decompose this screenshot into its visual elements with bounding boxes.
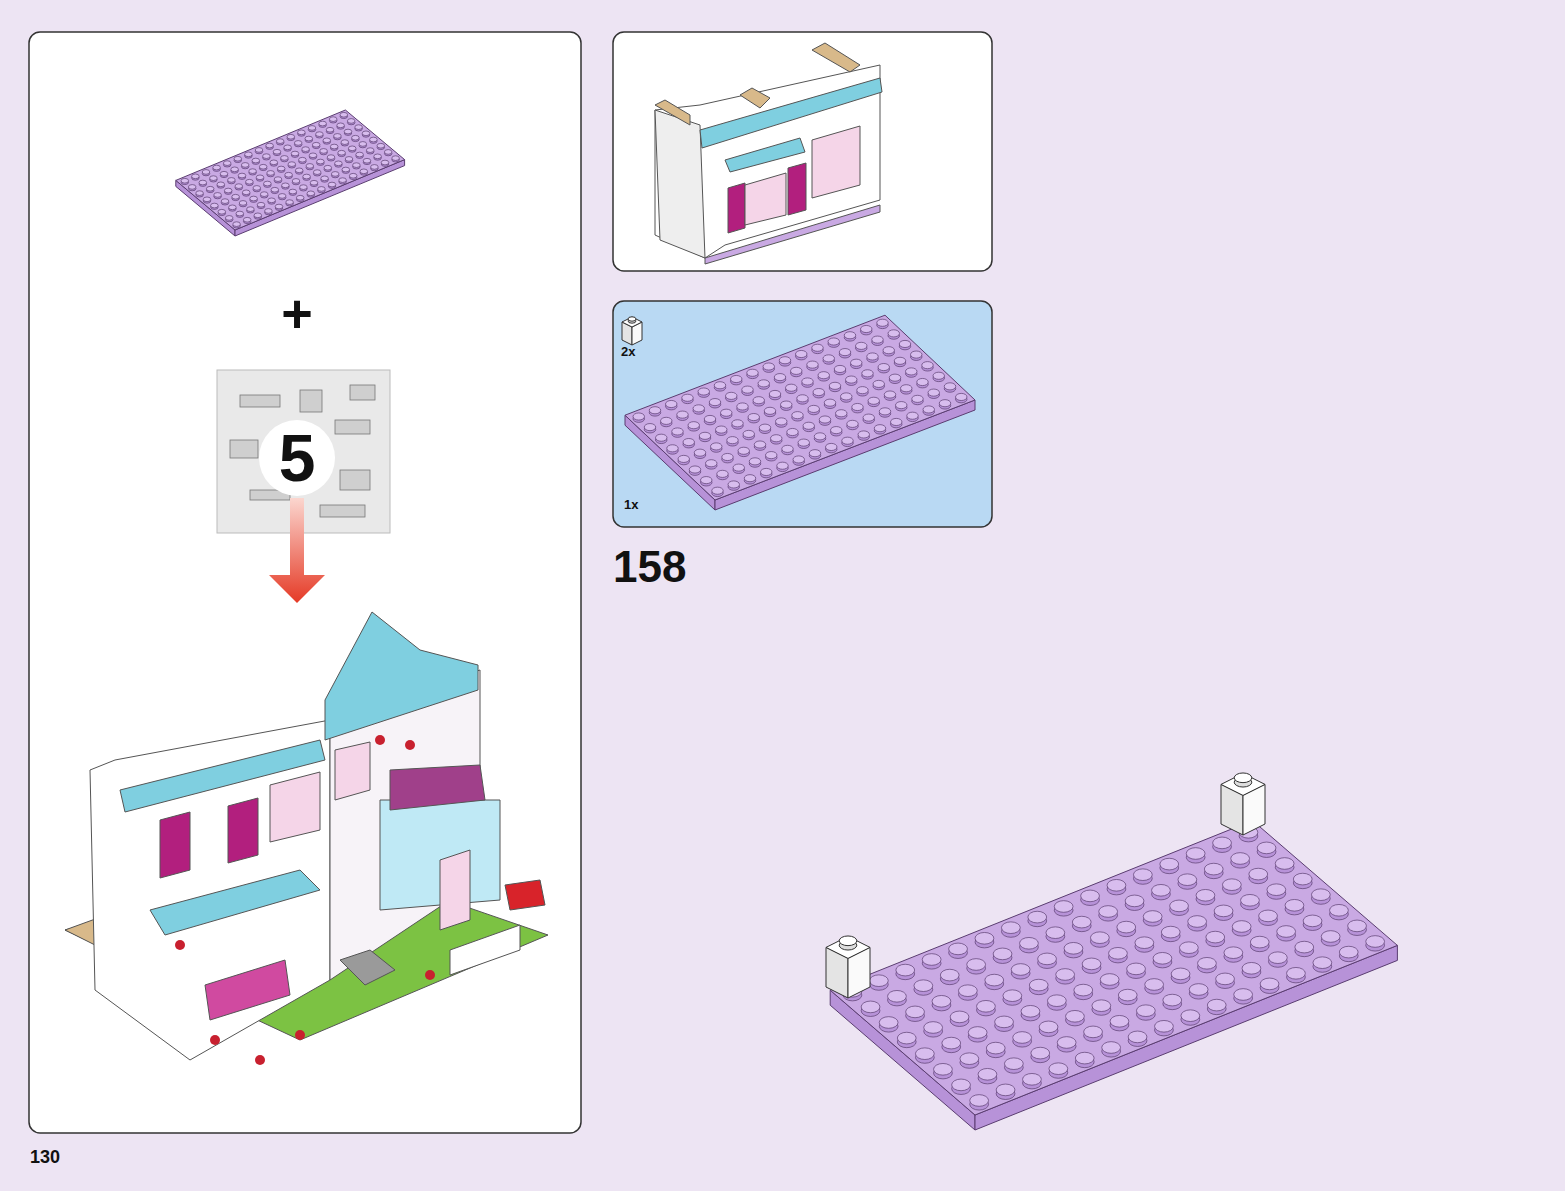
page-number: 130	[30, 1148, 60, 1166]
panel-ground	[613, 301, 992, 527]
plate-part	[176, 110, 405, 236]
sub-assembly	[655, 43, 882, 264]
plus-sign: +	[281, 286, 313, 340]
bag-number: 5	[279, 425, 316, 491]
step-assembly	[826, 773, 1397, 1130]
flow-arrow	[269, 498, 325, 603]
part-count: 1x	[624, 498, 638, 511]
panel-ground	[29, 32, 581, 1133]
house-model	[65, 612, 548, 1065]
instruction-panel: 2x 1x	[613, 301, 992, 527]
instruction-panel: +5	[29, 32, 581, 1133]
step-number: 158	[613, 545, 686, 589]
panel-ground	[613, 32, 992, 271]
parts-callout-art	[622, 315, 975, 510]
part-count: 2x	[621, 345, 635, 358]
